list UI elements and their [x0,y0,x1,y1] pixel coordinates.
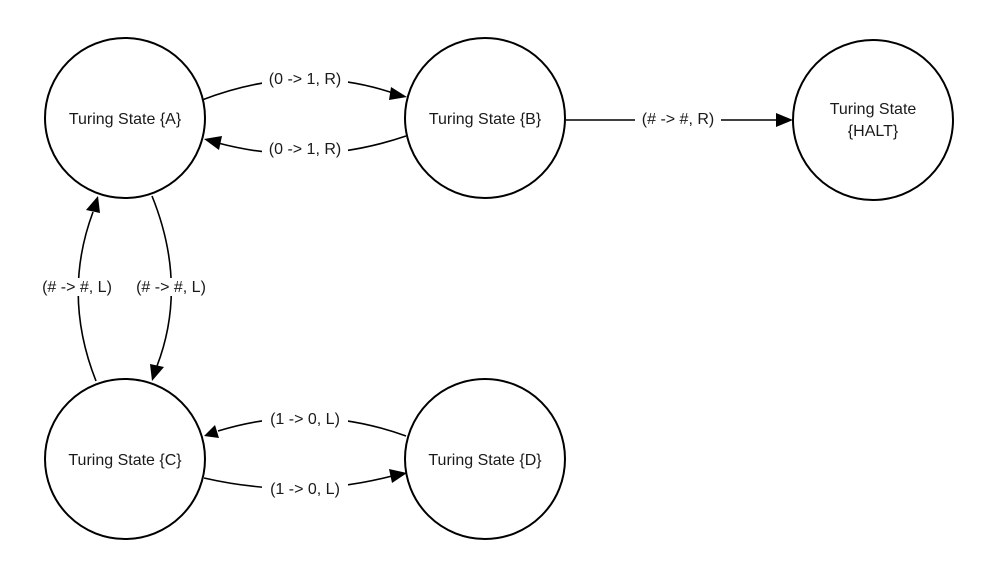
state-c-label: Turing State {C} [68,452,182,469]
state-halt-label-line2: {HALT} [848,123,899,140]
edge-label-b-to-halt: (# -> #, R) [642,111,714,128]
state-d: Turing State {D} [404,378,566,540]
arrowhead-a-to-b [389,87,407,100]
edge-label-b-to-a: (0 -> 1, R) [269,141,341,158]
state-halt: Turing State {HALT} [792,39,954,201]
edge-label-c-to-d: (1 -> 0, L) [270,481,340,498]
state-halt-label-line1: Turing State [830,101,917,118]
state-a: Turing State {A} [44,37,206,199]
state-b-label: Turing State {B} [429,111,542,128]
state-c: Turing State {C} [44,378,206,540]
edge-label-a-to-c: (# -> #, L) [136,279,206,296]
edge-label-d-to-c: (1 -> 0, L) [270,411,340,428]
state-b: Turing State {B} [404,37,566,199]
edge-label-c-to-a: (# -> #, L) [42,279,112,296]
arrowhead-d-to-c [204,425,219,438]
arrowhead-c-to-a [86,196,100,213]
arrowhead-b-to-a [204,136,222,150]
edge-c-to-a [77,211,97,382]
edge-label-a-to-b: (0 -> 1, R) [269,71,341,88]
state-d-label: Turing State {D} [428,452,542,469]
arrowhead-c-to-d [389,469,407,483]
arrowhead-b-to-halt [776,113,793,127]
state-a-label: Turing State {A} [69,111,182,128]
arrowhead-a-to-c [150,364,164,381]
